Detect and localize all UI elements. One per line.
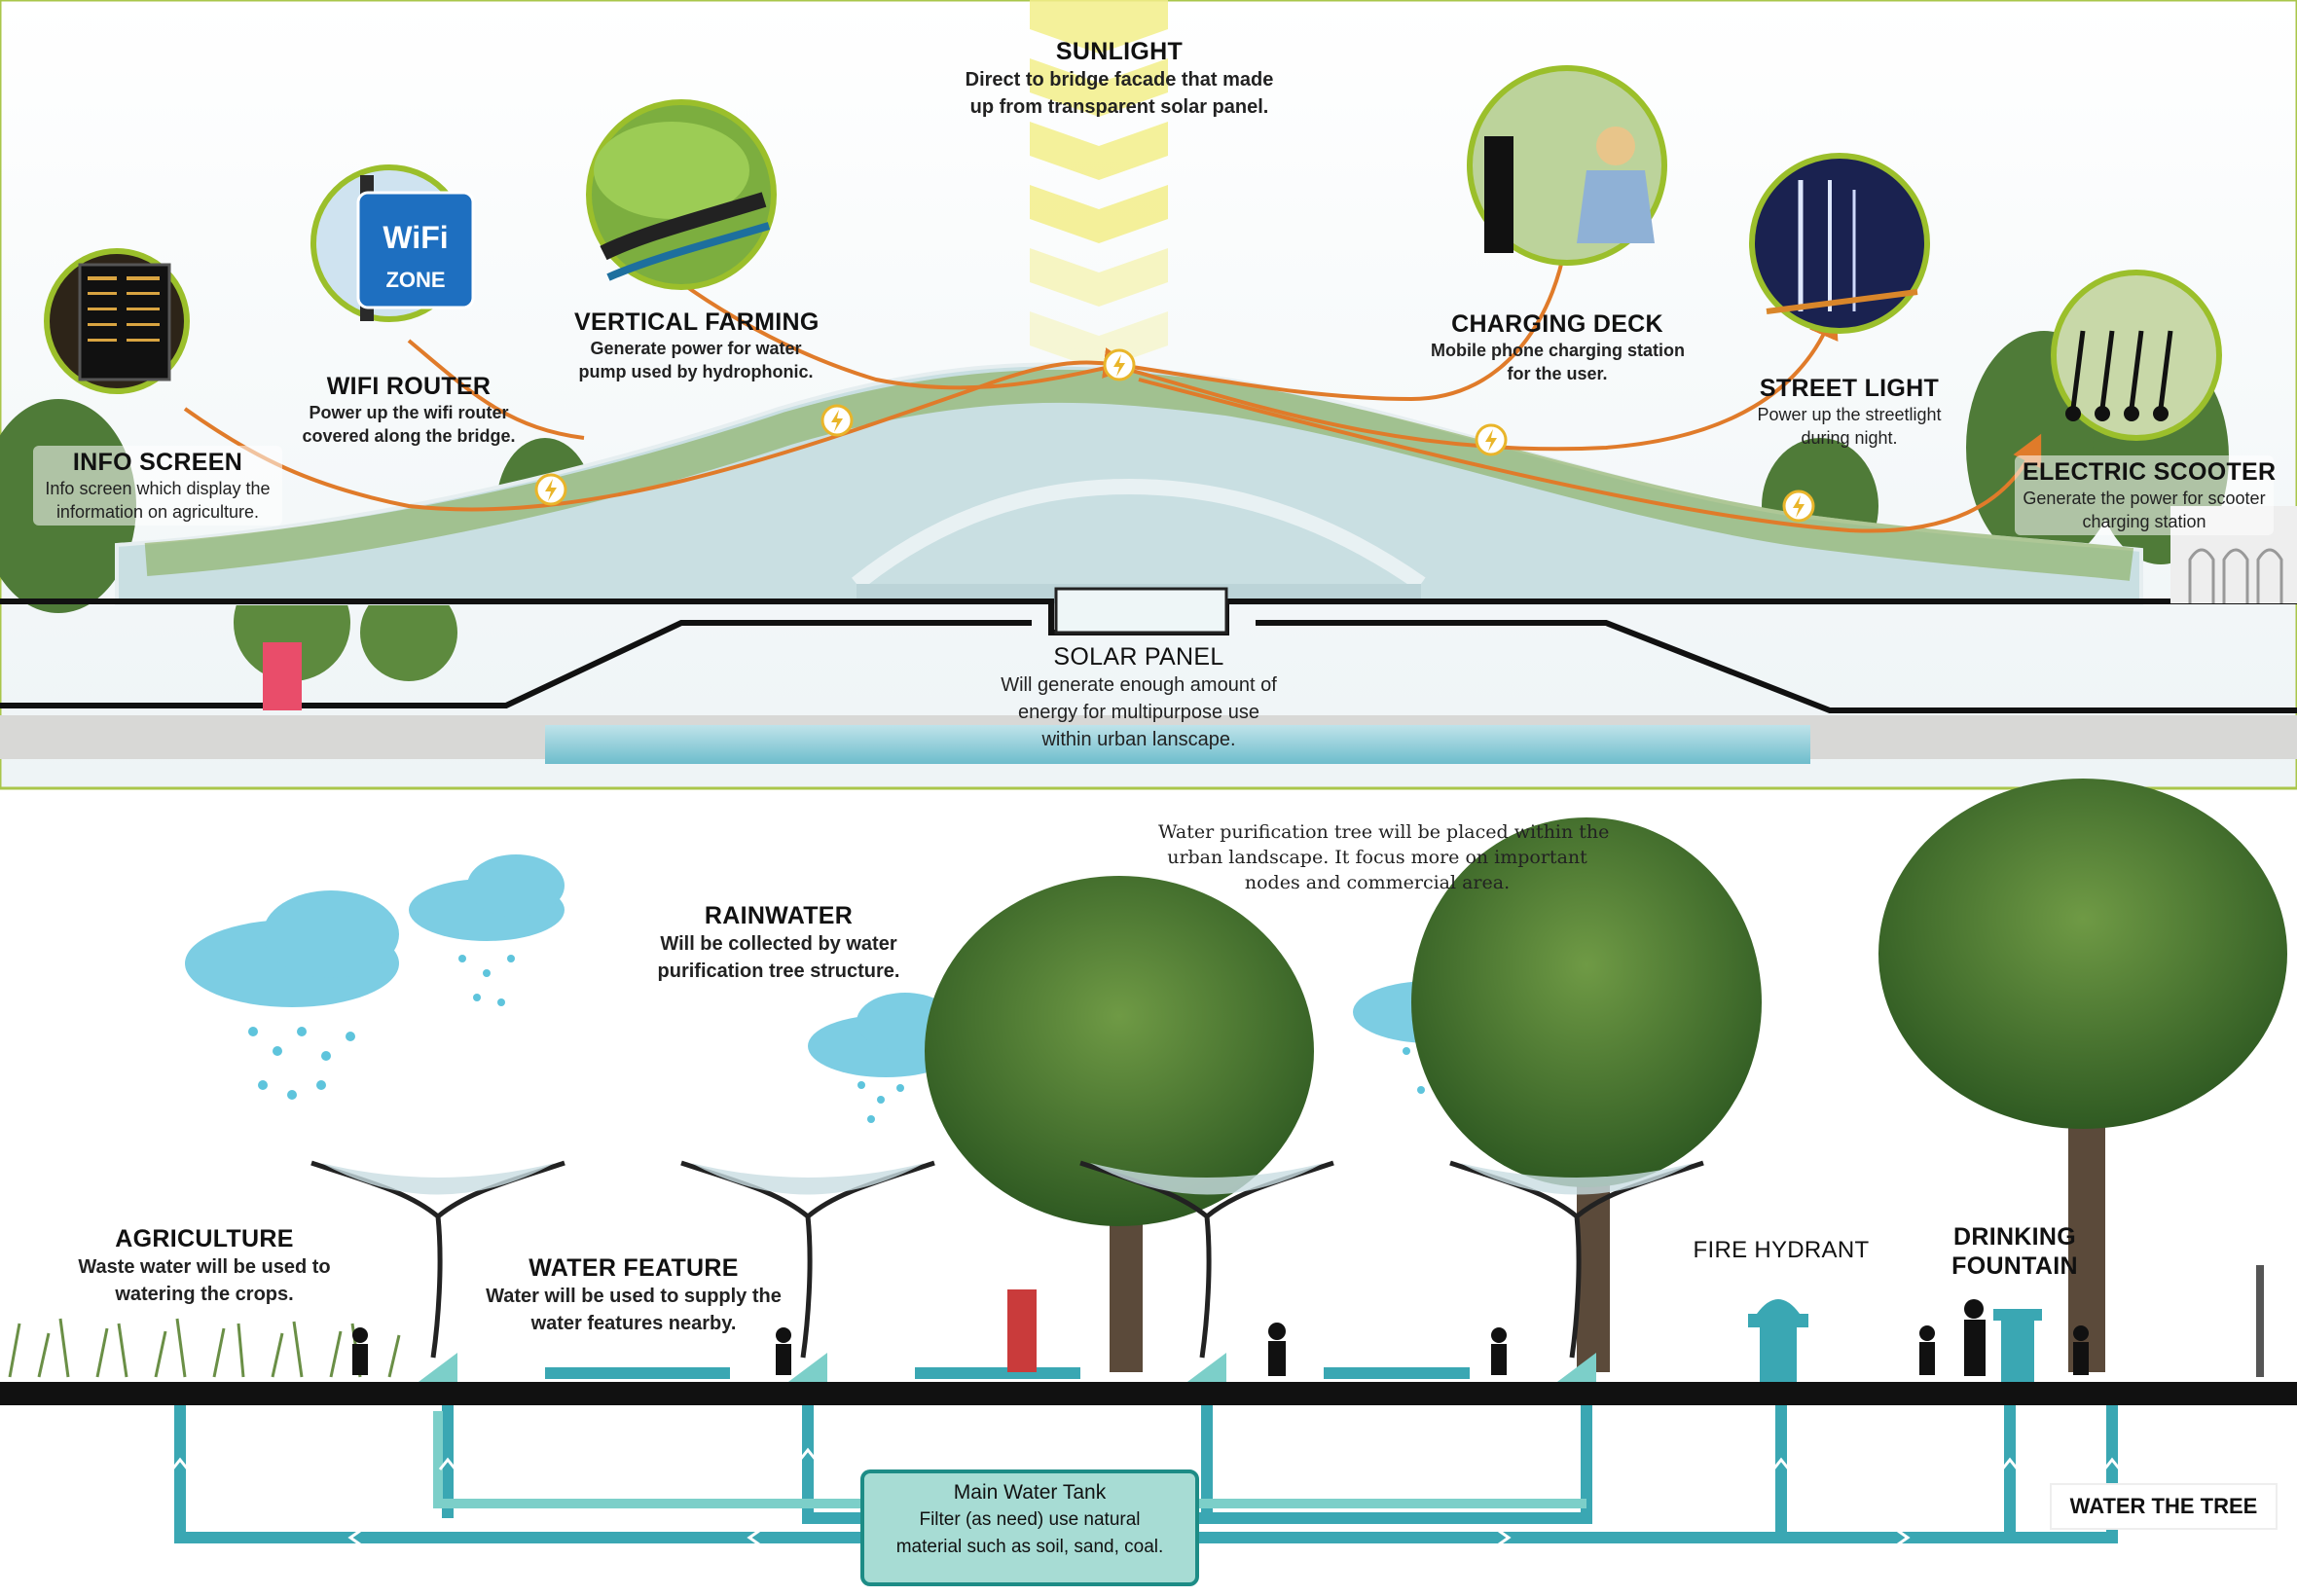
solar-panel-label: SOLAR PANEL Will generate enough amount …	[964, 642, 1314, 753]
electric-scooter-body-1: Generate the power for scooter	[2023, 489, 2266, 508]
drinking-fountain-graphic	[1993, 1309, 2042, 1382]
street-light-label: STREET LIGHT Power up the streetlight du…	[1742, 374, 1956, 450]
street-light-title: STREET LIGHT	[1759, 375, 1940, 402]
agriculture-label: AGRICULTURE Waste water will be used to …	[68, 1224, 341, 1308]
water-feature-body-1: Water will be used to supply the	[486, 1286, 782, 1307]
bridge-deck	[0, 587, 2297, 764]
wifi-zone-text: ZONE	[385, 268, 445, 292]
charging-deck-body-1: Mobile phone charging station	[1431, 341, 1685, 360]
sunlight-body-2: up from transparent solar panel.	[969, 96, 1269, 118]
vertical-farming-circle	[586, 99, 777, 290]
agriculture-body-2: watering the crops.	[115, 1284, 294, 1305]
info-screen-body-2: information on agriculture.	[55, 502, 260, 522]
solar-panel-body-2: energy for multipurpose use	[1018, 702, 1259, 723]
tree-note-body-2: urban landscape. It focus more on import…	[1167, 847, 1587, 868]
fire-hydrant-label: FIRE HYDRANT	[1684, 1236, 1878, 1265]
charging-deck-circle	[1467, 65, 1667, 266]
info-screen-label: INFO SCREEN Info screen which display th…	[33, 446, 282, 526]
water-feature-label: WATER FEATURE Water will be used to supp…	[473, 1253, 794, 1337]
solar-panel-title: SOLAR PANEL	[1053, 643, 1224, 671]
rainwater-label: RAINWATER Will be collected by water pur…	[642, 901, 915, 985]
info-screen-body-1: Info screen which display the	[45, 479, 271, 498]
vertical-farming-body-2: pump used by hydrophonic.	[578, 362, 814, 381]
lamp-post-graphic	[2256, 1265, 2264, 1377]
water-the-tree-label: WATER THE TREE	[2050, 1483, 2278, 1530]
electric-scooter-title: ELECTRIC SCOOTER	[2023, 458, 2277, 486]
ground-profile	[0, 1353, 2297, 1405]
info-screen-title: INFO SCREEN	[72, 449, 243, 476]
charging-deck-label: CHARGING DECK Mobile phone charging stat…	[1431, 309, 1685, 385]
vertical-farming-title: VERTICAL FARMING	[574, 308, 820, 336]
rainwater-title: RAINWATER	[704, 902, 854, 929]
agriculture-title: AGRICULTURE	[115, 1225, 294, 1252]
agriculture-grass	[8, 1318, 401, 1378]
main-water-tank-title: Main Water Tank	[953, 1481, 1107, 1504]
fire-hydrant-graphic	[1748, 1299, 1808, 1382]
sunlight-title: SUNLIGHT	[1055, 38, 1184, 65]
structure-bowls	[321, 1163, 1694, 1195]
charging-deck-body-2: for the user.	[1507, 364, 1608, 383]
people-silhouettes	[352, 1299, 2089, 1376]
electric-scooter-body-2: charging station	[2082, 512, 2206, 531]
main-water-tank-body-2: material such as soil, sand, coal.	[895, 1537, 1164, 1557]
sunlight-label: SUNLIGHT Direct to bridge facade that ma…	[934, 37, 1304, 121]
electric-scooter-circle	[2051, 270, 2222, 441]
fire-hydrant-title: FIRE HYDRANT	[1693, 1237, 1870, 1263]
info-kiosk-graphic	[1007, 1289, 1037, 1372]
main-water-tank-body-1: Filter (as need) use natural	[919, 1509, 1141, 1530]
wifi-router-label: WIFI ROUTER Power up the wifi router cov…	[292, 372, 526, 448]
bolt-glyphs	[545, 354, 1805, 518]
wifi-sign-text: WiFi	[383, 220, 448, 255]
street-light-body-2: during night.	[1801, 428, 1898, 448]
tree-note-label: Water purification tree will be placed w…	[1158, 819, 1610, 895]
wifi-router-title: WIFI ROUTER	[326, 373, 492, 400]
pipe-flow-arrows	[170, 1447, 2122, 1546]
drinking-fountain-title-2: FOUNTAIN	[1951, 1252, 2078, 1280]
agriculture-body-1: Waste water will be used to	[78, 1256, 331, 1278]
wifi-router-body-2: covered along the bridge.	[302, 426, 516, 446]
tree-note-body-3: nodes and commercial area.	[1244, 872, 1511, 893]
sunlight-body-1: Direct to bridge facade that made	[965, 69, 1274, 91]
drinking-fountain-label: DRINKING FOUNTAIN	[1927, 1222, 2102, 1281]
vertical-farming-label: VERTICAL FARMING Generate power for wate…	[574, 308, 820, 383]
wifi-router-circle: WiFi ZONE	[310, 164, 475, 322]
info-screen-circle	[44, 248, 190, 394]
tree-note-body-1: Water purification tree will be placed w…	[1158, 821, 1610, 843]
solar-panel-body-1: Will generate enough amount of	[1001, 674, 1277, 696]
bottom-section	[0, 779, 2297, 1546]
electric-scooter-label: ELECTRIC SCOOTER Generate the power for …	[2015, 455, 2277, 535]
vertical-farming-body-1: Generate power for water	[590, 339, 802, 358]
water-feature-body-2: water features nearby.	[530, 1313, 737, 1334]
rainwater-body-1: Will be collected by water	[660, 933, 897, 955]
drinking-fountain-title-1: DRINKING	[1952, 1223, 2076, 1251]
wifi-router-body-1: Power up the wifi router	[309, 403, 509, 422]
street-trees	[925, 779, 2287, 1372]
solar-panel-body-3: within urban lanscape.	[1041, 729, 1236, 750]
street-light-circle	[1749, 153, 1930, 334]
charging-deck-title: CHARGING DECK	[1451, 310, 1663, 338]
main-water-tank-box: Main Water Tank Filter (as need) use nat…	[860, 1469, 1199, 1586]
top-section: WiFi ZONE	[0, 0, 2297, 790]
street-light-body-1: Power up the streetlight	[1757, 405, 1942, 424]
water-feature-title: WATER FEATURE	[529, 1254, 739, 1282]
rainwater-body-2: purification tree structure.	[657, 961, 900, 982]
